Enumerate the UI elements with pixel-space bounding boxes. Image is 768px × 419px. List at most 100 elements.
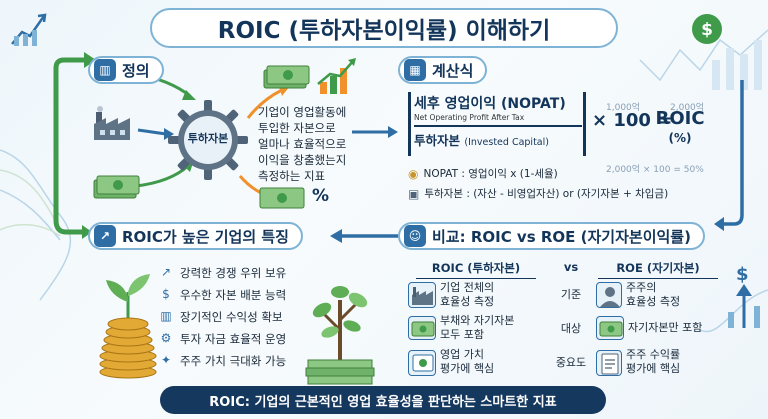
cmp-line: 모두 포함	[440, 328, 484, 341]
cmp-line: 효율성 측정	[626, 295, 681, 308]
roe-scope: 주주의 효율성 측정	[626, 281, 680, 309]
money-bag-icon: $	[162, 287, 170, 301]
equity-note-icon	[596, 316, 624, 340]
comparison-heading: ☺ 비교: ROIC vs ROE (자기자본이익률)	[398, 222, 705, 250]
formula-numerator-sub: Net Operating Profit After Tax	[414, 113, 525, 122]
feature-item-text: 강력한 경쟁 우위 보유	[180, 266, 287, 280]
people-icon: ☺	[404, 225, 426, 247]
feature-item-text: 주주 가치 극대화 가능	[180, 354, 287, 368]
example-denominator: 2,000억	[670, 103, 705, 113]
trend-chart-icon: ↗	[94, 225, 116, 247]
cmp-line: 주주의	[626, 281, 657, 294]
cash-icon	[263, 65, 310, 89]
gear-icon	[168, 100, 248, 180]
money-tree-illustration	[305, 286, 375, 385]
document-icon	[596, 350, 622, 376]
certificate-icon	[408, 350, 436, 376]
formula-heading-label: 계산식	[432, 61, 474, 80]
definition-text: 기업이 영업활동에 투입한 자본으로 얼마나 효율적으로 이익을 창출했는지 측…	[258, 104, 386, 184]
growth-chart-icon	[11, 13, 47, 46]
roe-target: 자기자본만 포함	[628, 321, 702, 335]
factory-icon	[408, 282, 436, 308]
feature-item: ▥ 장기적인 수익성 확보	[158, 306, 286, 328]
money-stack-icon	[93, 175, 140, 199]
bar-chart-icon: ▥	[160, 309, 172, 323]
roic-scope: 기업 전체의 효율성 측정	[440, 281, 494, 309]
roic-column-head: ROIC (투하자본)	[416, 260, 536, 279]
features-heading-label: ROIC가 높은 기업의 특징	[122, 227, 289, 246]
cmp-line: 기업 전체의	[440, 281, 495, 294]
feature-item: ⚙ 투자 자금 효율적 운영	[158, 328, 287, 350]
coins-icon: ◉	[408, 166, 419, 181]
formula-heading: ▦ 계산식	[398, 56, 488, 84]
building-icon: ▣	[408, 186, 420, 201]
cmp-line: 부채와 자기자본	[440, 314, 515, 327]
definition-line: 측정하는 지표	[258, 169, 326, 183]
shareholder-icon	[596, 282, 622, 308]
note-nopat: ◉ NOPAT : 영업이익 x (1-세율)	[408, 166, 558, 181]
cmp-line: 효율성 측정	[440, 295, 495, 308]
example-calculation: 2,000억 × 100 = 50%	[606, 165, 704, 175]
criterion-label: 기준	[560, 288, 582, 301]
formula-times-equals: × 100 =	[592, 110, 673, 131]
roic-target: 부채와 자기자본 모두 포함	[440, 314, 514, 342]
definition-line: 기업이 영업활동에	[258, 105, 347, 119]
formula-result-unit: (%)	[668, 131, 692, 145]
feature-item-text: 투자 자금 효율적 운영	[180, 332, 287, 346]
svg-text:$: $	[736, 264, 749, 285]
importance-label: 중요도	[555, 356, 587, 369]
note-invested-capital: ▣ 투하자본 : (자산 - 비영업자산) or (자기자본 + 차입금)	[408, 186, 668, 201]
banknote-icon	[408, 316, 436, 340]
features-list: ↗ 강력한 경쟁 우위 보유 $ 우수한 자본 배분 능력 ▥ 장기적인 수익성…	[158, 262, 286, 372]
dollar-up-arrow-icon: $	[728, 264, 760, 328]
feature-item: ↗ 강력한 경쟁 우위 보유	[158, 262, 286, 284]
fraction-line	[414, 125, 582, 127]
target-label: 대상	[560, 322, 582, 335]
cmp-line: 평가에 핵심	[440, 362, 495, 375]
handshake-icon: ✦	[160, 353, 172, 367]
banknote-icon	[259, 187, 305, 209]
coin-plant-illustration	[99, 274, 157, 379]
rising-bars-icon	[317, 58, 356, 94]
gear-label: 투하자본	[187, 132, 229, 145]
definition-heading: ▥ 정의	[88, 56, 164, 84]
growth-arrow-icon: ↗	[160, 265, 172, 279]
factory-icon	[94, 106, 130, 140]
comparison-heading-label: 비교: ROIC vs ROE (자기자본이익률)	[432, 227, 691, 246]
roic-importance: 영업 가치 평가에 핵심	[440, 348, 494, 376]
formula-result: ROIC	[655, 108, 705, 129]
features-heading: ↗ ROIC가 높은 기업의 특징	[88, 222, 303, 250]
svg-text:$: $	[701, 20, 713, 40]
gear-money-icon: ⚙	[160, 331, 172, 345]
definition-line: 얼마나 효율적으로	[258, 137, 347, 151]
feature-item-text: 장기적인 수익성 확보	[180, 310, 283, 324]
formula-denominator: 투하자본 (Invested Capital)	[414, 130, 584, 149]
summary-banner: ROIC: 기업의 근본적인 영업 효율성을 판단하는 스마트한 지표	[160, 386, 606, 414]
formula-bracket	[408, 92, 586, 156]
feature-item: $ 우수한 자본 배분 능력	[158, 284, 286, 306]
note-nopat-text: NOPAT : 영업이익 x (1-세율)	[423, 168, 558, 180]
denominator-ko: 투하자본	[414, 133, 461, 148]
definition-line: 이익을 창출했는지	[258, 153, 347, 167]
vs-label: vs	[563, 260, 579, 274]
calculator-icon: ▦	[404, 59, 426, 81]
note-invested-capital-text: 투하자본 : (자산 - 비영업자산) or (자기자본 + 차입금)	[424, 188, 669, 200]
definition-line: 투입한 자본으로	[258, 121, 336, 135]
cmp-line: 영업 가치	[440, 348, 484, 361]
definition-heading-label: 정의	[122, 61, 150, 80]
example-numerator: 1,000억	[606, 103, 641, 113]
bar-chart-icon: ▥	[94, 59, 116, 81]
dollar-coin-icon: $	[692, 14, 722, 44]
roe-importance: 주주 수익률 평가에 핵심	[626, 348, 680, 376]
denominator-en: (Invested Capital)	[464, 137, 549, 148]
cmp-line: 자기자본만 포함	[628, 321, 703, 334]
percent-sign: %	[312, 186, 330, 206]
feature-item-text: 우수한 자본 배분 능력	[180, 288, 287, 302]
roe-column-head: ROE (자기자본)	[598, 260, 718, 279]
page-title: ROIC (투하자본이익률) 이해하기	[150, 8, 618, 48]
cmp-line: 주주 수익률	[626, 348, 681, 361]
cmp-line: 평가에 핵심	[626, 362, 681, 375]
feature-item: ✦ 주주 가치 극대화 가능	[158, 350, 286, 372]
formula-numerator: 세후 영업이익 (NOPAT)	[414, 96, 566, 112]
